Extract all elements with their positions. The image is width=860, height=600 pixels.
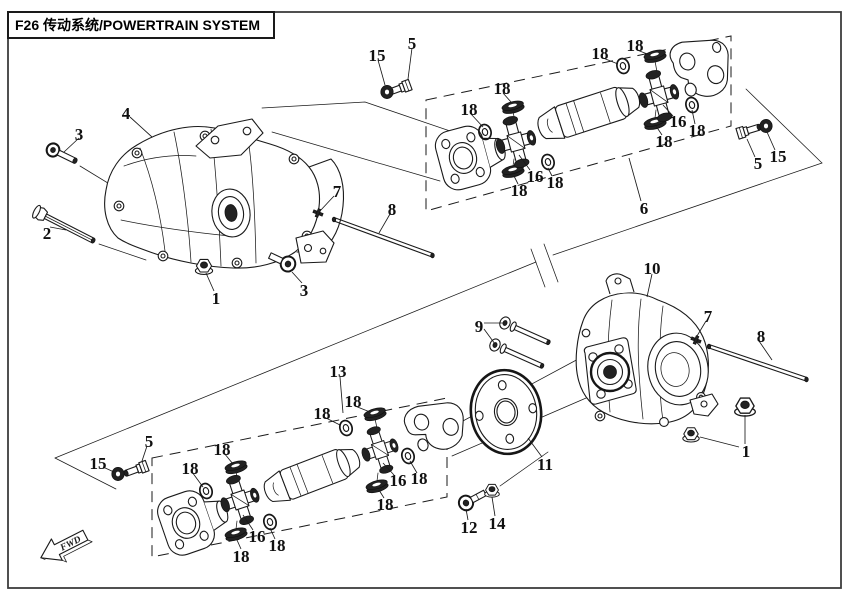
callout-18: 18 [411,469,428,488]
bolt-12 [457,489,487,512]
callout-4: 4 [122,104,131,123]
callout-18: 18 [461,100,478,119]
callout-3: 3 [300,281,309,300]
callout-11: 11 [537,455,553,474]
o-ring-18 [337,418,355,438]
callout-18: 18 [182,459,199,478]
o-ring-18 [399,446,417,466]
callout-5: 5 [145,432,154,451]
callout-16: 16 [390,471,407,490]
rear-fasteners [457,316,809,512]
dashed-box-front-propshaft [425,35,732,212]
callout-7: 7 [333,182,342,201]
u-joint-16d [354,421,406,479]
callout-3: 3 [75,125,84,144]
washer-15b [759,118,773,134]
callout-18: 18 [314,404,331,423]
bolt-3a [45,142,78,164]
callout-5: 5 [408,34,417,53]
callout-18: 18 [214,440,231,459]
flange-yoke-rear [152,480,237,560]
propshaft-tube-front [533,80,645,146]
callout-18: 18 [233,547,250,566]
callout-16: 16 [670,112,687,131]
callout-18: 18 [627,36,644,55]
yoke-rear-input [403,402,464,452]
nut-1c [734,397,756,417]
shaft-8b [706,343,809,383]
callout-18: 18 [377,495,394,514]
washer-15c [111,466,125,482]
callout-13: 13 [330,362,347,381]
callout-7: 7 [704,307,713,326]
callout-16: 16 [249,527,266,546]
callout-18: 18 [511,181,528,200]
callout-18: 18 [494,79,511,98]
bolt-9a [499,316,551,346]
callout-16: 16 [527,167,544,186]
dashed-box-rear-propshaft [151,397,448,558]
bolt-5b [735,120,764,140]
fwd-direction-arrow: FWD [40,529,93,563]
callout-18: 18 [269,536,286,555]
callout-8: 8 [757,327,766,346]
callout-6: 6 [640,199,649,218]
callout-12: 12 [461,518,478,537]
rear-gearcase-drawing [575,273,719,427]
callout-18: 18 [689,121,706,140]
shaft-8a [331,216,435,259]
washer-15a [380,84,394,100]
page-title: F26 传动系统/POWERTRAIN SYSTEM [15,17,260,33]
callout-18: 18 [592,44,609,63]
front-fasteners [32,142,435,275]
callout-18: 18 [656,132,673,151]
bolt-5c [121,459,150,480]
rear-propshaft-assembly [111,402,464,560]
callout-1: 1 [742,442,751,461]
front-gearcase-drawing [104,118,345,269]
page-border [7,11,842,589]
leader-lines [49,47,776,550]
callout-1: 1 [212,289,221,308]
bolt-9b [489,338,545,369]
callout-10: 10 [644,259,661,278]
nut-14 [484,483,500,498]
callout-2: 2 [43,224,52,243]
callout-18: 18 [345,392,362,411]
callout-labels: 3 2 4 1 3 7 8 15 5 18 18 16 18 18 18 18 … [43,34,787,566]
callout-9: 9 [475,317,484,336]
bolt-2 [32,204,96,244]
callout-15: 15 [369,46,386,65]
nut-1d [682,427,700,443]
callout-8: 8 [388,200,397,219]
front-propshaft-assembly [380,39,773,194]
yoke-front-output [669,39,729,97]
title-box: F26 传动系统/POWERTRAIN SYSTEM [7,11,275,39]
callout-5: 5 [754,154,763,173]
callout-15: 15 [770,147,787,166]
brake-disc-drawing [469,368,543,456]
callout-18: 18 [547,173,564,192]
bolt-3b [268,252,297,273]
propshaft-tube-rear [259,442,365,509]
o-ring-18 [614,56,632,76]
callout-14: 14 [489,514,507,533]
callout-15: 15 [90,454,107,473]
